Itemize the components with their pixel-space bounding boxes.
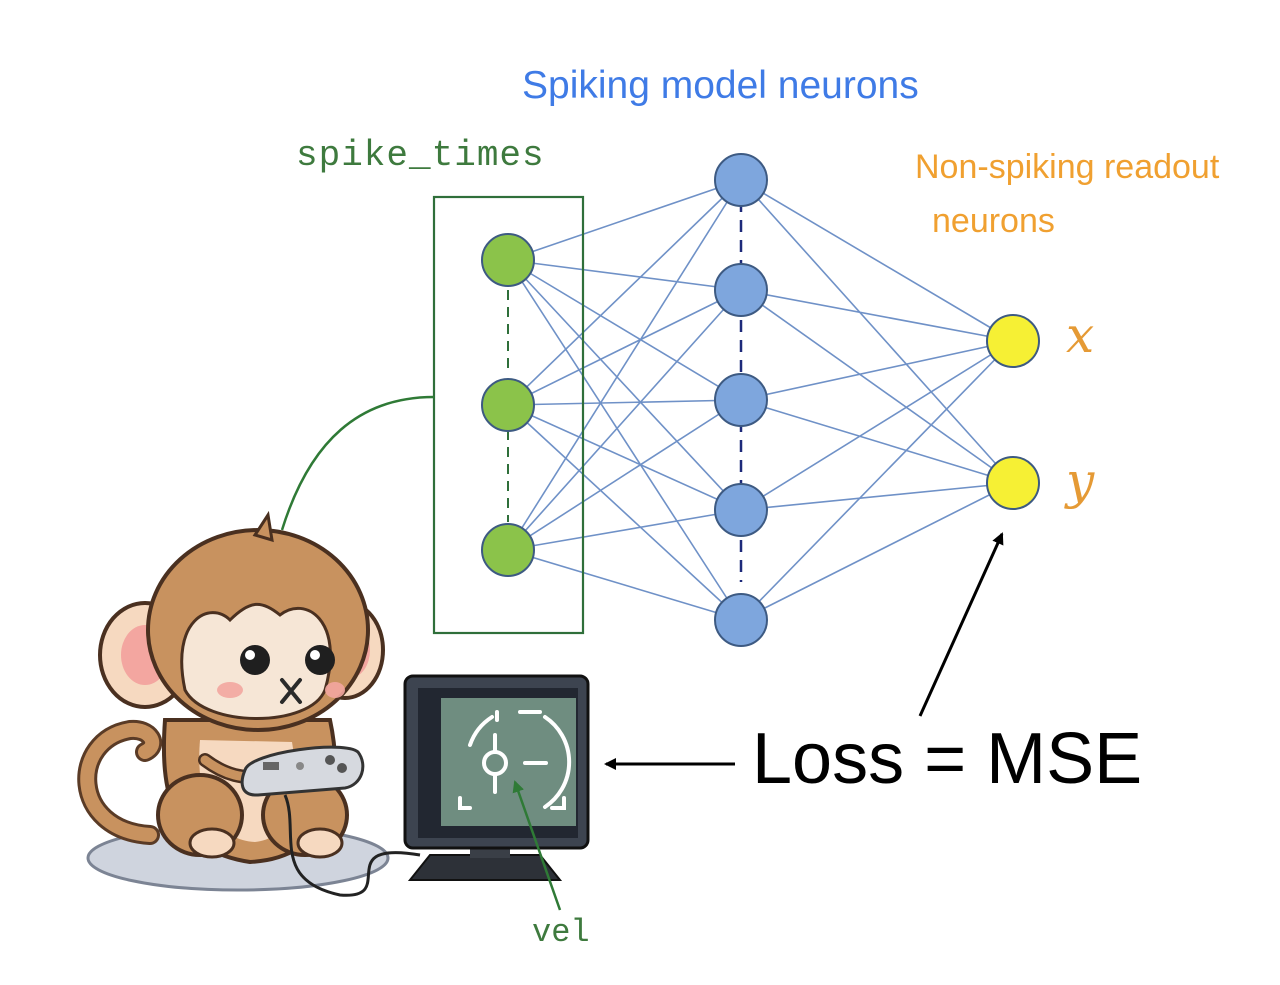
edge-hidden-neuron-1-to-output-neuron-2: [740, 179, 1014, 484]
edge-input-neuron-1-to-hidden-neuron-2: [507, 259, 742, 291]
edge-input-neuron-1-to-hidden-neuron-4: [507, 259, 742, 511]
input-label: spike_times: [296, 135, 545, 176]
edge-input-neuron-3-to-hidden-neuron-2: [507, 289, 742, 551]
loss-to-output-arrow: [918, 532, 1004, 717]
edge-input-neuron-1-to-hidden-neuron-1: [507, 179, 742, 261]
edge-input-neuron-2-to-hidden-neuron-2: [507, 289, 742, 406]
edge-hidden-neuron-4-to-output-neuron-1: [740, 340, 1014, 511]
input-neuron-3: [481, 523, 535, 577]
edge-hidden-neuron-1-to-output-neuron-1: [740, 179, 1014, 342]
edge-hidden-neuron-5-to-output-neuron-2: [740, 482, 1014, 621]
edge-hidden-neuron-3-to-output-neuron-1: [740, 340, 1014, 401]
output-label-x: x: [1066, 306, 1095, 364]
electrode-connector: [280, 395, 435, 531]
output-label-y: y: [1066, 452, 1095, 510]
readout-label-line-2: neurons: [932, 202, 1055, 240]
edge-input-neuron-3-to-hidden-neuron-4: [507, 509, 742, 551]
hidden-neuron-2: [714, 263, 768, 317]
readout-label-line-1: Non-spiking readout: [915, 148, 1220, 186]
edge-hidden-neuron-2-to-output-neuron-1: [740, 289, 1014, 342]
velocity-label: vel: [532, 914, 590, 951]
edge-input-neuron-3-to-hidden-neuron-1: [507, 179, 742, 551]
loss-label: Loss = MSE: [752, 719, 1143, 799]
hidden-neuron-3: [714, 373, 768, 427]
edge-hidden-neuron-4-to-output-neuron-2: [740, 482, 1014, 511]
output-neuron-1: [986, 314, 1040, 368]
diagram-title: Spiking model neurons: [522, 64, 919, 107]
vel-arrow: [512, 780, 562, 911]
edge-input-neuron-2-to-hidden-neuron-1: [507, 179, 742, 406]
input-neuron-2: [481, 378, 535, 432]
edge-input-neuron-1-to-hidden-neuron-3: [507, 259, 742, 401]
monkey-illustration: [77, 510, 421, 897]
hidden-neuron-1: [714, 153, 768, 207]
monitor-icon: [403, 674, 590, 881]
input-box: [432, 195, 585, 635]
input-neuron-1: [481, 233, 535, 287]
network-nodes: [481, 153, 1040, 647]
gamepad-icon: [240, 745, 365, 797]
edge-hidden-neuron-2-to-output-neuron-2: [740, 289, 1014, 484]
edge-input-neuron-2-to-hidden-neuron-4: [507, 404, 742, 511]
hidden-neuron-5: [714, 593, 768, 647]
edge-input-neuron-2-to-hidden-neuron-3: [507, 399, 742, 406]
edge-input-neuron-2-to-hidden-neuron-5: [507, 404, 742, 621]
edge-hidden-neuron-5-to-output-neuron-1: [740, 340, 1014, 621]
hidden-neuron-4: [714, 483, 768, 537]
edge-input-neuron-3-to-hidden-neuron-5: [507, 549, 742, 621]
cursor-target-icon: [458, 710, 572, 810]
network-edges: [507, 179, 1014, 621]
output-neuron-2: [986, 456, 1040, 510]
edge-input-neuron-1-to-hidden-neuron-5: [507, 259, 742, 621]
edge-input-neuron-3-to-hidden-neuron-3: [507, 399, 742, 551]
edge-hidden-neuron-3-to-output-neuron-2: [740, 399, 1014, 484]
